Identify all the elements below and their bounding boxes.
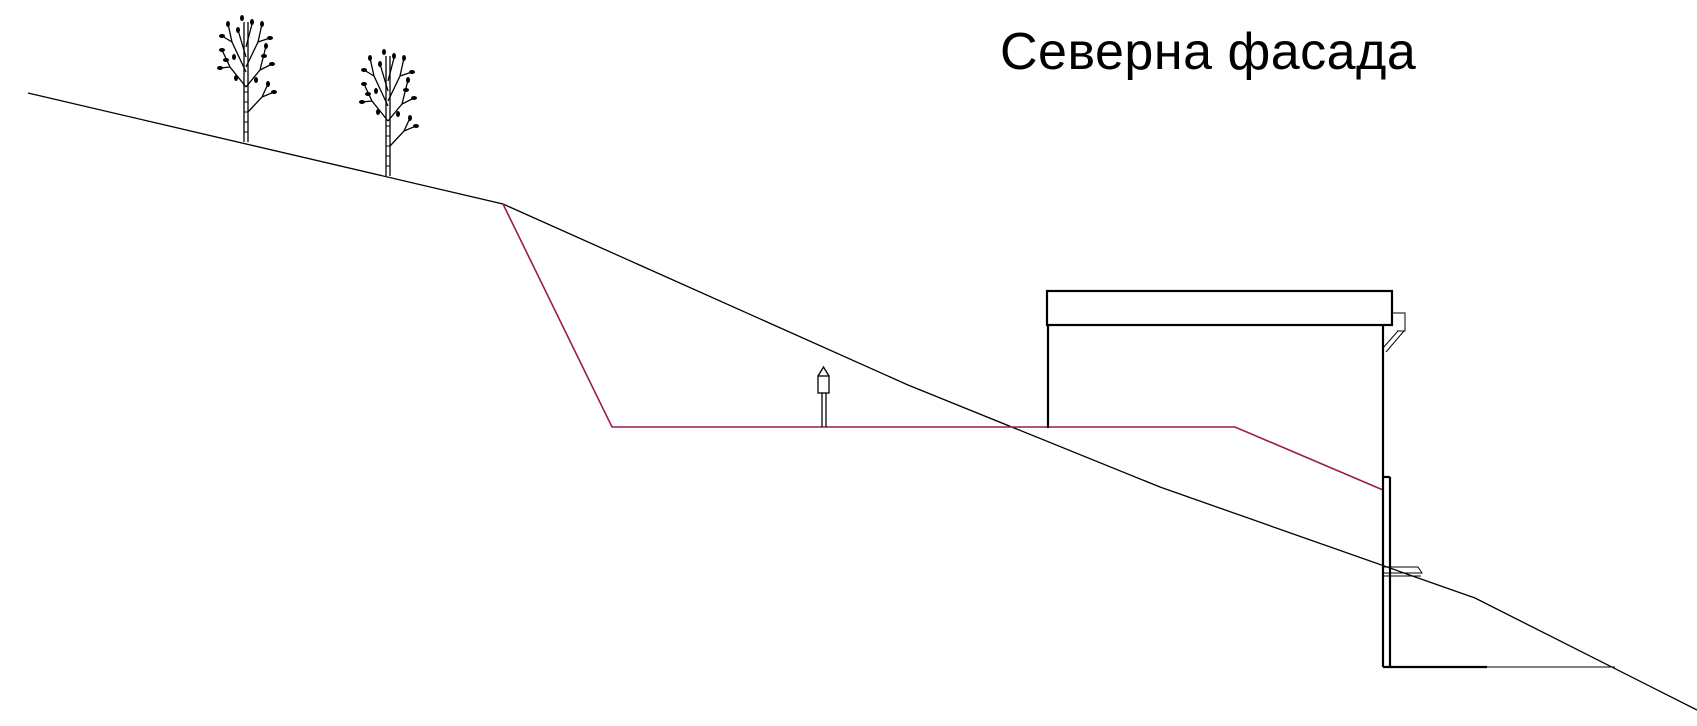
ledge-detail — [1382, 566, 1423, 577]
building — [1045, 289, 1615, 669]
drawing-title: Северна фасада — [1000, 23, 1417, 81]
tree-icon — [217, 15, 277, 142]
terrain-line — [27, 92, 1697, 711]
tree-icon — [359, 49, 419, 176]
excavation-line — [502, 203, 1384, 491]
gutter-detail — [1382, 312, 1406, 353]
roof-slab — [1045, 289, 1394, 327]
lamp-post-icon — [817, 365, 830, 427]
